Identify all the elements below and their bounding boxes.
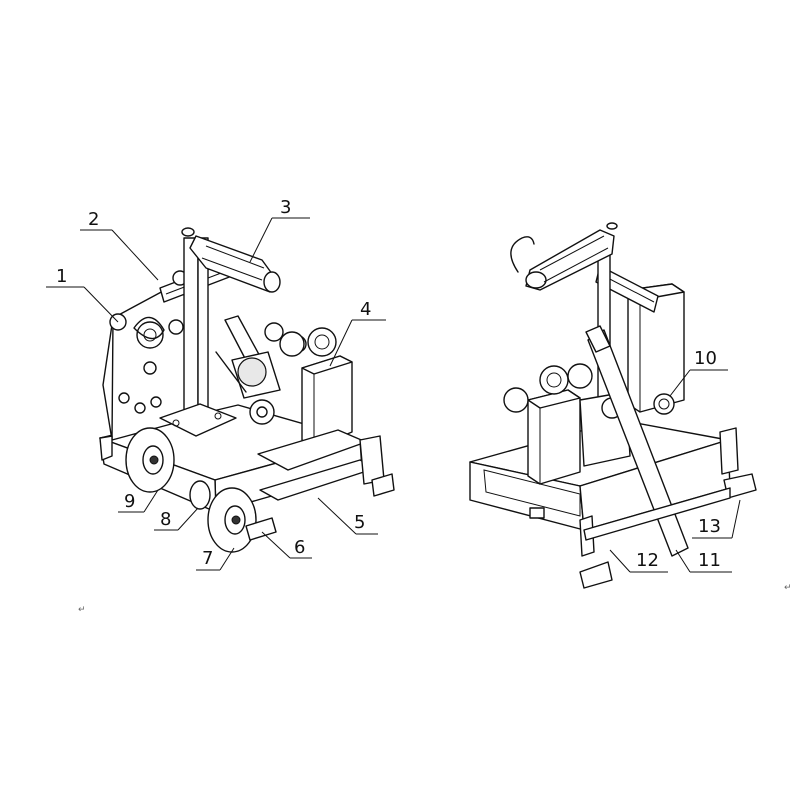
callout-2: 2 — [88, 209, 99, 230]
rail-guide-foot — [245, 517, 277, 541]
clamp-foot — [579, 561, 613, 589]
callout-9: 9 — [124, 491, 135, 512]
callout-13: 13 — [698, 516, 721, 537]
callout-3: 3 — [280, 197, 291, 218]
callout-4: 4 — [360, 299, 371, 320]
control-knob — [539, 365, 569, 395]
torch-connector — [653, 393, 675, 415]
handle-pole-base — [159, 403, 237, 437]
side-bracket — [719, 427, 739, 475]
callout-8: 8 — [160, 509, 171, 530]
control-knob — [279, 331, 305, 357]
callout-1: 1 — [56, 266, 67, 287]
connector-socket — [134, 402, 146, 414]
control-knob — [567, 363, 593, 389]
callout-labels: 1 2 3 4 5 6 7 8 9 10 11 12 13 ↵ ↵ — [56, 197, 792, 615]
callout-11: 11 — [698, 550, 721, 571]
left-view-carriage — [99, 227, 395, 553]
callout-7: 7 — [202, 548, 213, 569]
callout-5: 5 — [354, 512, 365, 533]
return-mark: ↵ — [78, 605, 86, 615]
connector-socket — [150, 396, 162, 408]
torch-gear — [237, 357, 267, 387]
adjust-knob-small — [168, 319, 184, 335]
control-knob — [307, 327, 337, 357]
adjust-knob — [136, 321, 164, 349]
center-roller — [189, 480, 211, 510]
adjust-knob-small — [143, 361, 157, 375]
callout-12: 12 — [636, 550, 659, 571]
right-view-carriage — [469, 222, 757, 589]
leader-lines — [46, 217, 741, 573]
base-side-rail — [583, 487, 731, 541]
handle-grip — [525, 229, 615, 291]
callout-6: 6 — [294, 537, 305, 558]
handle-pole — [183, 237, 199, 419]
connector-socket — [118, 392, 130, 404]
hook — [510, 236, 535, 273]
clamp-hook — [133, 316, 165, 340]
return-mark: ↵ — [784, 583, 792, 593]
torch-nozzle — [585, 325, 611, 353]
callout-10: 10 — [694, 348, 717, 369]
